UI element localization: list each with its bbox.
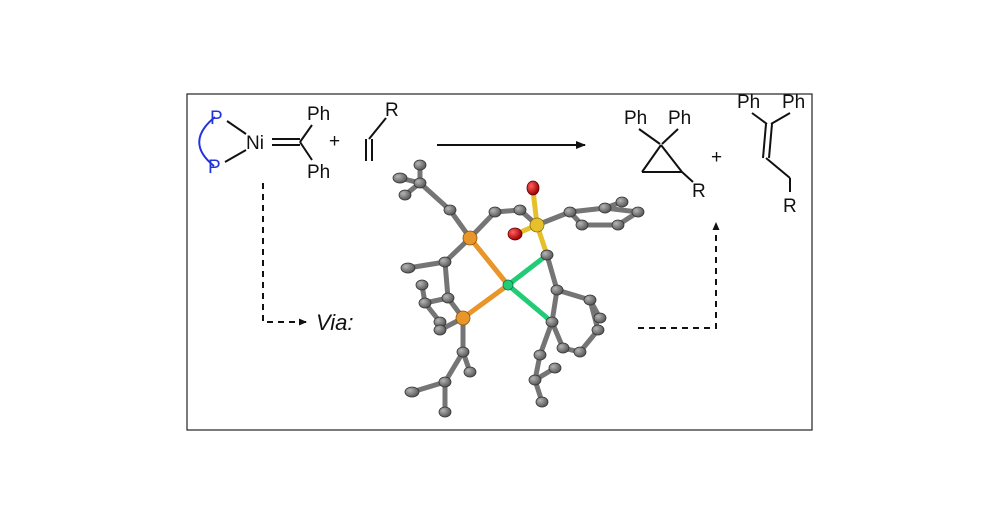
ligand-p-top: P bbox=[210, 108, 223, 129]
cyclopropane-ph-right: Ph bbox=[668, 108, 691, 129]
cp-ph-left-bond bbox=[638, 128, 661, 145]
via-label: Via: bbox=[316, 310, 354, 335]
cyclopropane-ph-left: Ph bbox=[624, 108, 647, 129]
cp-ring-side-right bbox=[660, 144, 683, 173]
cp-ph-right-bond bbox=[661, 128, 679, 145]
c-ph-bond-bottom bbox=[299, 141, 313, 161]
nickel-atom bbox=[502, 279, 514, 291]
c-ph-bond-top bbox=[299, 124, 313, 143]
figure-frame bbox=[186, 93, 813, 431]
sulfur-atom bbox=[529, 217, 545, 233]
ligand-backbone-arc bbox=[198, 116, 216, 167]
oxygen-atom-1 bbox=[526, 180, 540, 196]
carbon-atoms bbox=[392, 159, 645, 418]
dashed-arrow-to-intermediate bbox=[262, 183, 307, 326]
ap-double-bond-a bbox=[762, 123, 767, 159]
cp-ring-side-left bbox=[641, 144, 662, 173]
phosphorus-atom-1 bbox=[462, 230, 478, 246]
ap-ph-left-bond bbox=[751, 112, 768, 125]
carbon-bonds bbox=[397, 162, 641, 415]
diphenyl-alkene-product: Ph Ph R bbox=[737, 92, 805, 217]
plus-sign-products: + bbox=[711, 147, 722, 168]
ligand-p-bottom: P bbox=[208, 157, 221, 178]
phenyl-label-bottom: Ph bbox=[307, 162, 330, 183]
nickel-carbene-complex: P P Ni Ph Ph bbox=[198, 104, 330, 183]
phenyl-label-top: Ph bbox=[307, 104, 330, 125]
cp-r-bond bbox=[681, 171, 694, 183]
dashed-arrow-to-products bbox=[638, 222, 720, 329]
p-ni-bond-bottom bbox=[224, 149, 247, 163]
alkene-product-ph-left: Ph bbox=[737, 92, 760, 113]
alkene-product-substituent-label: R bbox=[783, 196, 797, 217]
oxygen-atom-2 bbox=[507, 227, 523, 241]
alkene-substituent-label: R bbox=[385, 100, 399, 121]
p-ni-bond-top bbox=[226, 120, 247, 135]
ap-ph-right-bond bbox=[770, 112, 791, 125]
ap-double-bond-b bbox=[768, 123, 773, 159]
phosphorus-atom-2 bbox=[455, 310, 471, 326]
ap-ch2-bond bbox=[765, 157, 791, 179]
plus-sign-reactants: + bbox=[329, 131, 340, 152]
crystal-structure-intermediate bbox=[392, 159, 645, 418]
alkene-reactant: R bbox=[365, 100, 399, 161]
cyclopropane-product: Ph Ph R bbox=[624, 108, 706, 202]
cyclopropane-substituent-label: R bbox=[692, 181, 706, 202]
nickel-atom-label: Ni bbox=[246, 133, 264, 154]
alkene-product-ph-right: Ph bbox=[782, 92, 805, 113]
alkene-r-bond bbox=[368, 117, 387, 140]
